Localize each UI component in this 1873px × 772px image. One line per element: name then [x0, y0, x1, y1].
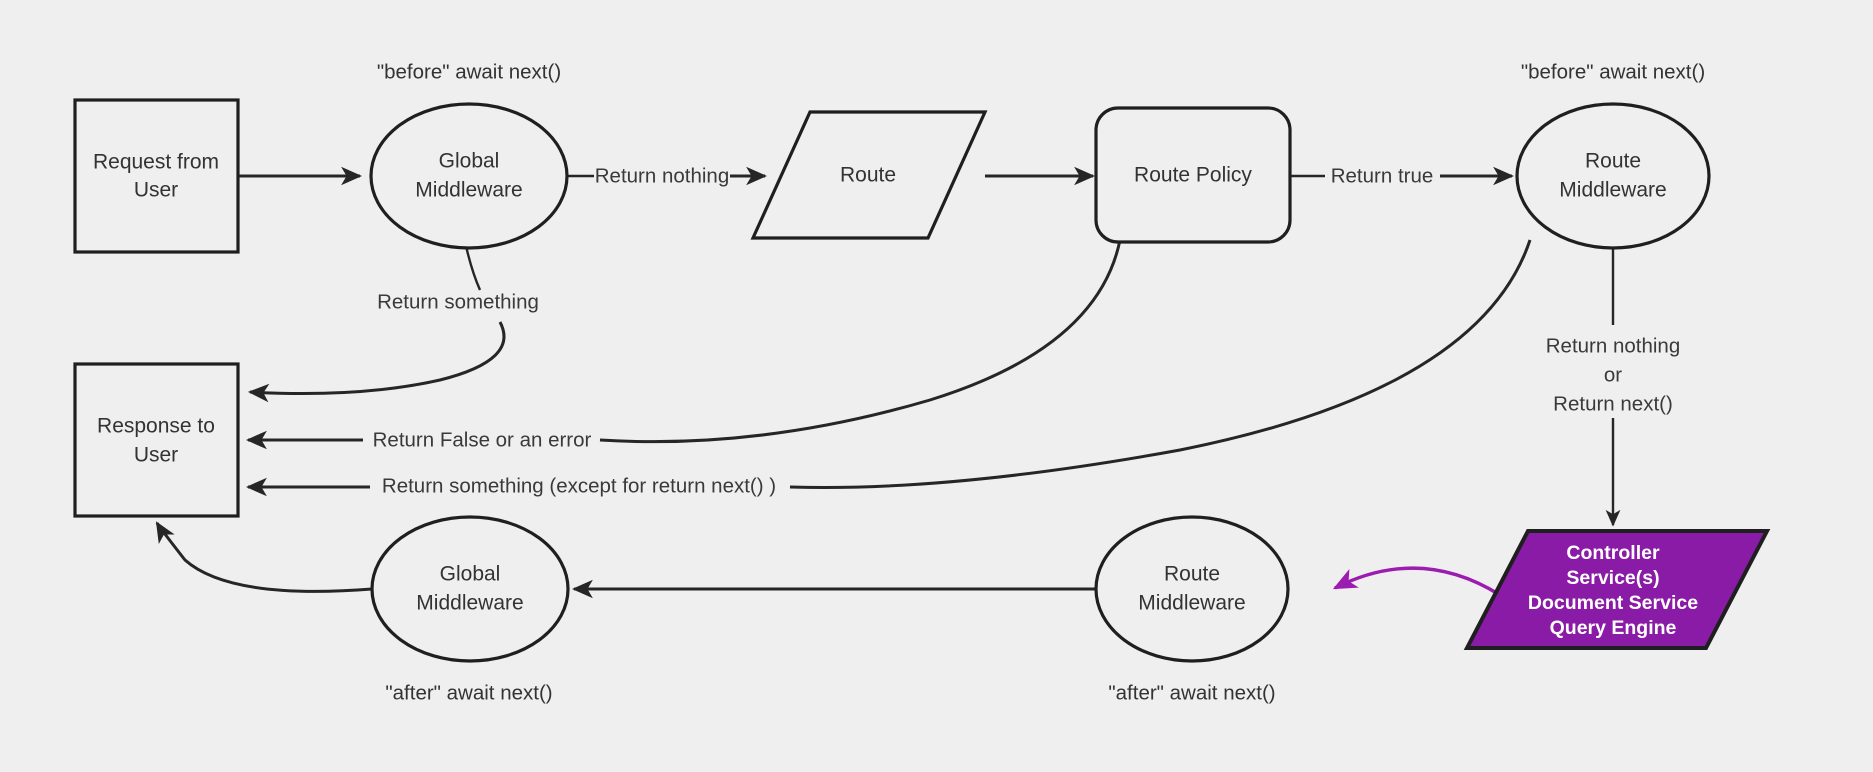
edge-route-policy-to-response-false-or-error	[599, 239, 1122, 444]
node-controller-services[interactable]	[1463, 529, 1771, 650]
edge-global-middleware-to-response-return-something	[247, 321, 506, 403]
node-route-middleware-top-line2: Middleware	[1559, 179, 1666, 202]
node-route-middleware-bottom-line2: Middleware	[1138, 592, 1245, 615]
node-route-middleware-top[interactable]	[1515, 102, 1711, 250]
node-route-middleware-top-line1: Route	[1585, 150, 1641, 173]
node-response-to-user-line2: User	[134, 444, 178, 467]
edge-label-return-something-except-next: Return something (except for return next…	[382, 474, 776, 497]
node-global-middleware-top[interactable]	[369, 102, 569, 250]
edge-label-return-nothing-or-next-line2: or	[1604, 363, 1622, 386]
annotation-after-await-next-route: "after" await next()	[1108, 681, 1275, 704]
edge-label-return-nothing-or-next-line1: Return nothing	[1546, 334, 1680, 357]
node-controller-services-line2: Service(s)	[1566, 567, 1659, 589]
edge-label-return-true: Return true	[1331, 164, 1434, 187]
edge-label-return-something: Return something	[377, 290, 539, 313]
node-controller-services-line1: Controller	[1566, 542, 1660, 564]
node-route-policy-label: Route Policy	[1134, 164, 1252, 187]
edge-global-middleware-bottom-to-response	[155, 521, 373, 593]
node-controller-services-line4: Query Engine	[1550, 617, 1677, 639]
node-response-to-user[interactable]	[73, 362, 240, 518]
edge-services-to-route-middleware-bottom	[1332, 566, 1501, 597]
node-route-middleware-bottom[interactable]	[1094, 515, 1290, 663]
annotation-after-await-next-global: "after" await next()	[385, 681, 552, 704]
edge-label-return-nothing-or-next-line3: Return next()	[1553, 392, 1673, 415]
annotation-before-await-next-route: "before" await next()	[1521, 60, 1705, 83]
node-response-to-user-line1: Response to	[97, 415, 215, 438]
node-request-from-user-line1: Request from	[93, 151, 219, 174]
edge-label-return-false-or-error: Return False or an error	[373, 428, 592, 451]
node-request-from-user[interactable]	[73, 98, 240, 254]
node-global-middleware-bottom-line2: Middleware	[416, 592, 523, 615]
node-global-middleware-bottom[interactable]	[370, 515, 570, 663]
node-route-policy[interactable]	[1094, 106, 1292, 244]
node-global-middleware-top-line1: Global	[439, 150, 500, 173]
node-route-middleware-bottom-line1: Route	[1164, 563, 1220, 586]
edge-label-return-nothing: Return nothing	[595, 164, 729, 187]
node-controller-services-line3: Document Service	[1528, 592, 1698, 614]
edge-route-middleware-to-response-return-something-except	[789, 239, 1532, 490]
node-global-middleware-top-line2: Middleware	[415, 179, 522, 202]
node-request-from-user-line2: User	[134, 179, 178, 202]
node-route-label: Route	[840, 164, 896, 187]
annotation-before-await-next-global: "before" await next()	[377, 60, 561, 83]
node-global-middleware-bottom-line1: Global	[440, 563, 501, 586]
edge-global-middleware-return-something-stub	[464, 245, 482, 291]
node-route[interactable]	[750, 110, 988, 240]
